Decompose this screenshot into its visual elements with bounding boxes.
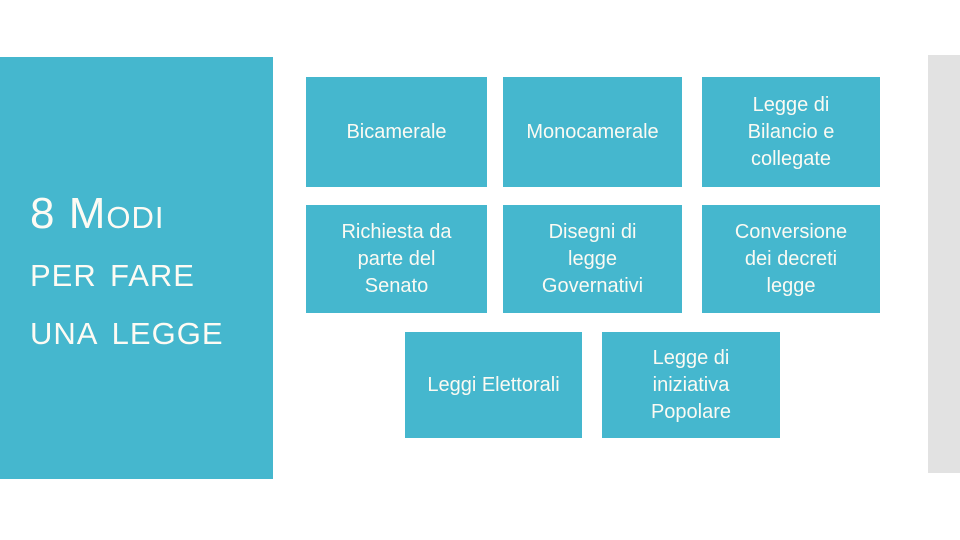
box-disegni-governativi: Disegni di legge Governativi <box>503 205 682 313</box>
left-accent-panel: 8 Modi per fare una legge <box>0 57 273 479</box>
box-richiesta-senato: Richiesta da parte del Senato <box>306 205 487 313</box>
box-label: Bicamerale <box>346 120 447 143</box>
slide-title: 8 Modi per fare una legge <box>30 189 224 354</box>
box-iniziativa-popolare: Legge di iniziativa Popolare <box>602 332 780 438</box>
box-leggi-elettorali: Leggi Elettorali <box>405 332 582 438</box>
box-monocamerale: Monocamerale <box>503 77 682 187</box>
box-label: Disegni di legge Governativi <box>541 220 644 297</box>
box-label: Legge di iniziativa Popolare <box>650 346 732 423</box>
box-label: Monocamerale <box>526 120 659 143</box>
box-label: Legge di Bilancio e collegate <box>747 93 835 170</box>
right-gray-accent-bar <box>928 55 960 473</box>
box-conversione-decreti: Conversione dei decreti legge <box>702 205 880 313</box>
box-label: Leggi Elettorali <box>427 373 560 396</box>
box-legge-di-bilancio: Legge di Bilancio e collegate <box>702 77 880 187</box>
box-label: Richiesta da parte del Senato <box>341 220 452 297</box>
box-bicamerale: Bicamerale <box>306 77 487 187</box>
box-label: Conversione dei decreti legge <box>734 220 848 297</box>
